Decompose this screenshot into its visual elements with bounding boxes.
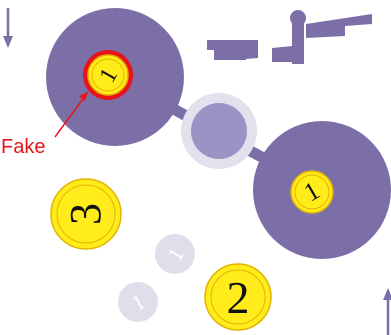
fake-label: Fake — [1, 136, 45, 158]
ghost-coin-upper: 1 — [155, 234, 195, 274]
ghost-coin-lower: 1 — [118, 282, 158, 322]
coin-two-value: 2 — [227, 272, 250, 323]
balance-scale-icon — [207, 10, 372, 64]
fake-pointer-head — [79, 92, 88, 101]
pivot — [191, 103, 247, 159]
coin-three-value: 3 — [61, 203, 110, 225]
coin-on-right-pan: 1 — [290, 170, 334, 214]
coin-three: 3 — [50, 178, 122, 250]
arrow-up-icon — [383, 288, 391, 335]
coin-two: 2 — [204, 263, 272, 331]
arrow-down-icon — [3, 8, 13, 48]
fake-pointer — [54, 91, 89, 138]
fake-coin: 1 — [83, 50, 133, 100]
